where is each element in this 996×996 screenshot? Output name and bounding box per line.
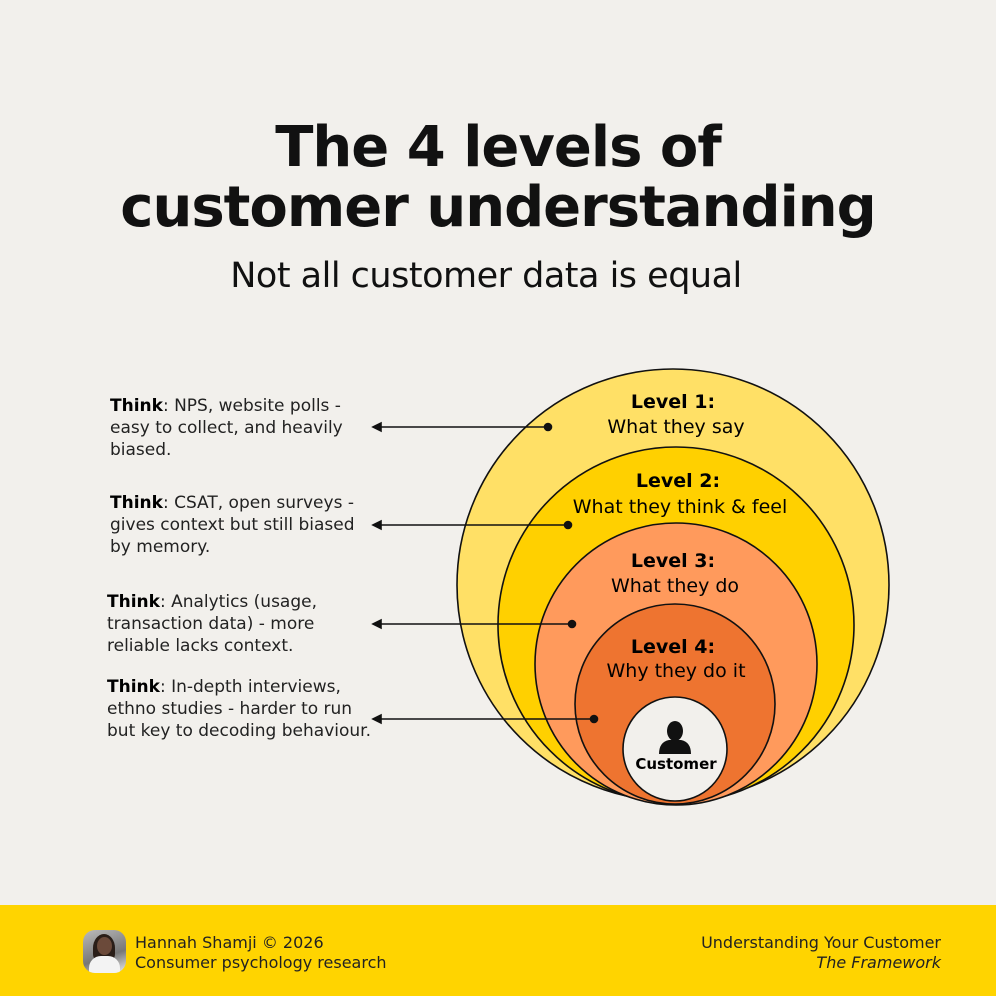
level-4-description: Why they do it — [606, 660, 745, 682]
series-info: Understanding Your Customer The Framewor… — [701, 933, 941, 973]
level-3-arrow — [371, 618, 577, 630]
level-2-arrow — [371, 519, 573, 531]
level-4-arrow — [371, 713, 599, 725]
author-info: Hannah Shamji © 2026 Consumer psychology… — [135, 933, 387, 973]
series-title: Understanding Your Customer — [701, 933, 941, 952]
title-line-1: The 4 levels of — [275, 115, 722, 180]
level-1-arrow — [371, 421, 553, 433]
level-2-description: What they think & feel — [573, 496, 787, 518]
person-icon — [659, 721, 691, 754]
customer-label: Customer — [635, 755, 717, 773]
level-2-note: Think: CSAT, open surveys - gives contex… — [110, 493, 355, 557]
level-1-description: What they say — [607, 416, 744, 438]
author-name: Hannah Shamji © 2026 — [135, 933, 324, 952]
level-3-description: What they do — [611, 575, 739, 597]
page-subtitle: Not all customer data is equal — [230, 256, 742, 296]
author-avatar — [83, 930, 126, 973]
title-line-2: customer understanding — [120, 175, 877, 240]
level-1-label: Level 1: — [631, 391, 715, 413]
level-3-label: Level 3: — [631, 550, 715, 572]
level-1-note: Think: NPS, website polls - easy to coll… — [110, 396, 343, 460]
page-title: The 4 levels of customer understanding — [0, 118, 996, 238]
level-4-label: Level 4: — [631, 636, 715, 658]
level-4-note: Think: In-depth interviews, ethno studie… — [107, 677, 371, 741]
level-3-note: Think: Analytics (usage, transaction dat… — [107, 592, 318, 656]
series-subtitle: The Framework — [816, 953, 941, 972]
footer — [0, 905, 996, 996]
author-subtitle: Consumer psychology research — [135, 953, 387, 972]
level-2-label: Level 2: — [636, 470, 720, 492]
